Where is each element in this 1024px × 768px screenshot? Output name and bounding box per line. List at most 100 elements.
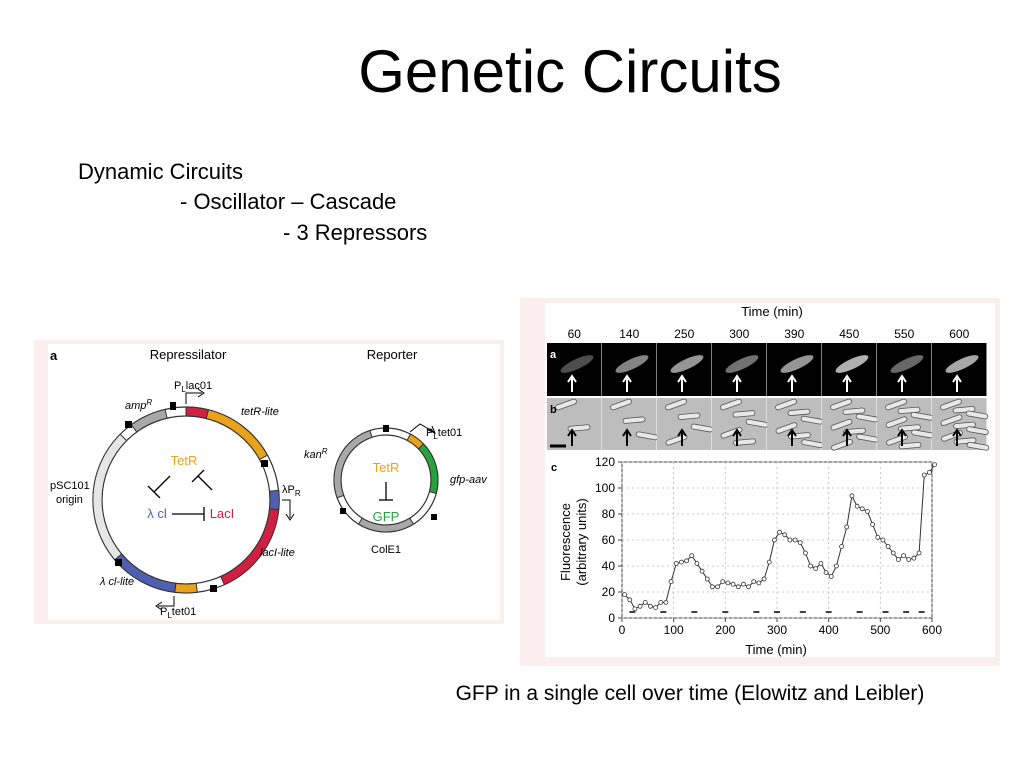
cell-marker-arrow-head xyxy=(787,374,797,383)
terminator-mark xyxy=(115,559,122,566)
micrograph-time-heading: Time (min) xyxy=(741,304,803,319)
fluorescence-data-point xyxy=(704,576,710,582)
fluorescence-data-point xyxy=(901,553,906,559)
tetr-represses-cl-line xyxy=(153,475,171,493)
fluorescence-data-point xyxy=(854,503,860,509)
fluorescence-data-point xyxy=(896,557,901,562)
fluorescence-data-point xyxy=(761,576,767,582)
ampr-label: ampR xyxy=(125,398,152,412)
fluorescence-data-point xyxy=(865,508,870,514)
cell-marker-arrow-head xyxy=(897,374,907,383)
panel-label-a: a xyxy=(50,348,58,363)
fluorescence-data-point xyxy=(849,493,855,499)
chart-x-tick-label: 0 xyxy=(619,623,626,637)
fluorescence-data-point xyxy=(710,584,715,590)
slide-title: Genetic Circuits xyxy=(358,38,782,105)
bacterial-cell xyxy=(622,416,646,424)
fluorescence-data-point xyxy=(642,599,648,605)
micrograph-time-label: 450 xyxy=(839,327,859,341)
micrograph-row-a-label: a xyxy=(550,349,557,361)
fluorescence-data-point xyxy=(916,550,922,556)
fluorescence-data-point xyxy=(875,534,881,540)
bacterial-cell xyxy=(733,438,756,446)
cell-marker-arrow-head xyxy=(732,374,742,383)
fluorescence-data-point xyxy=(746,584,751,590)
fluorescence-data-point xyxy=(679,559,684,565)
fluorescence-data-point xyxy=(797,540,803,546)
terminator-mark xyxy=(125,421,132,428)
bullet-level-2: - Oscillator – Cascade xyxy=(180,189,397,214)
bacterial-cell xyxy=(830,418,853,431)
bacterial-cell xyxy=(842,407,866,415)
psc101-label: pSC101 xyxy=(50,480,90,492)
cell-marker-arrow-head xyxy=(567,374,577,383)
micrograph-row-b-label: b xyxy=(550,404,557,416)
tetr-lite-segment xyxy=(205,409,269,461)
kanr-segment xyxy=(333,429,373,499)
cl-node: λ cl xyxy=(147,506,167,521)
cell-marker-arrow-head xyxy=(897,428,907,437)
cell-marker-arrow-head xyxy=(622,428,632,437)
fluorescence-data-point xyxy=(766,559,772,565)
fluorescence-data-point xyxy=(632,606,638,612)
fluorescence-data-point xyxy=(890,550,896,556)
repressilator-heading: Repressilator xyxy=(150,347,227,362)
pltet01-arrow-head xyxy=(155,601,163,611)
chart-x-tick-label: 400 xyxy=(819,623,839,637)
fluorescence-data-point xyxy=(844,524,850,530)
fluorescence-data-point xyxy=(927,469,932,475)
cell-glow xyxy=(560,355,594,373)
chart-x-tick-label: 600 xyxy=(922,623,942,637)
fluorescence-data-point xyxy=(756,580,762,586)
panel-label-c: c xyxy=(551,462,557,474)
reporter-promoter-arrow-head xyxy=(427,425,436,434)
gfp-aav-label: gfp-aav xyxy=(450,474,488,486)
lambda-pr-segment xyxy=(268,489,280,511)
laci-lite-label: lacI-lite xyxy=(260,547,295,559)
fluorescence-data-point xyxy=(725,580,731,586)
fluorescence-data-point xyxy=(906,557,912,562)
fluorescence-data-point xyxy=(870,521,875,527)
bacterial-cell xyxy=(787,408,811,416)
bacterial-cell xyxy=(885,398,907,411)
pltet01-arrow xyxy=(158,596,175,607)
laci-represses-tetr-bar xyxy=(191,469,205,483)
bacterial-cell xyxy=(940,398,962,411)
fluorescence-data-point xyxy=(694,560,700,566)
fluorescence-data-point xyxy=(803,550,808,556)
fluorescence-data-point xyxy=(741,581,746,587)
lambda-pr-arrow xyxy=(282,499,291,518)
fluorescence-data-point xyxy=(777,529,782,535)
bacterial-cell xyxy=(966,426,989,435)
origin-label: origin xyxy=(56,494,83,506)
terminator-mark xyxy=(431,514,437,520)
cell-marker-arrow-head xyxy=(952,374,962,383)
repressilator-plasmid: PLlac01 tetR-lite ampR λPR pSC101 origin… xyxy=(50,380,301,620)
fluorescence-data-point xyxy=(813,566,819,572)
cell-marker-arrow-head xyxy=(842,374,852,383)
fluorescence-data-point xyxy=(834,563,839,569)
cole1-label: ColE1 xyxy=(371,544,401,556)
fluorescence-data-point xyxy=(627,597,633,603)
laci-node: LacI xyxy=(210,506,235,521)
fluorescence-data-point xyxy=(684,558,689,564)
bacterial-cell xyxy=(665,398,687,411)
cell-glow xyxy=(725,355,759,373)
terminator-mark xyxy=(170,402,176,410)
bacterial-cell xyxy=(966,441,990,451)
micrograph-time-label: 250 xyxy=(674,327,694,341)
fluorescence-data-point xyxy=(921,472,927,478)
micrograph-time-label: 60 xyxy=(568,327,582,341)
micrograph-row-fluorescence xyxy=(547,343,987,396)
fluorescence-data-point xyxy=(715,584,720,590)
fluorescence-data-point xyxy=(859,506,865,512)
chart-y-tick-label: 0 xyxy=(608,611,615,625)
bacterial-cell xyxy=(965,410,989,420)
cell-glow xyxy=(780,355,814,373)
fluorescence-data-point xyxy=(751,579,757,585)
bacterial-cell xyxy=(885,416,908,428)
cell-marker-arrow-head xyxy=(677,428,687,437)
chart-x-tick-label: 300 xyxy=(767,623,787,637)
